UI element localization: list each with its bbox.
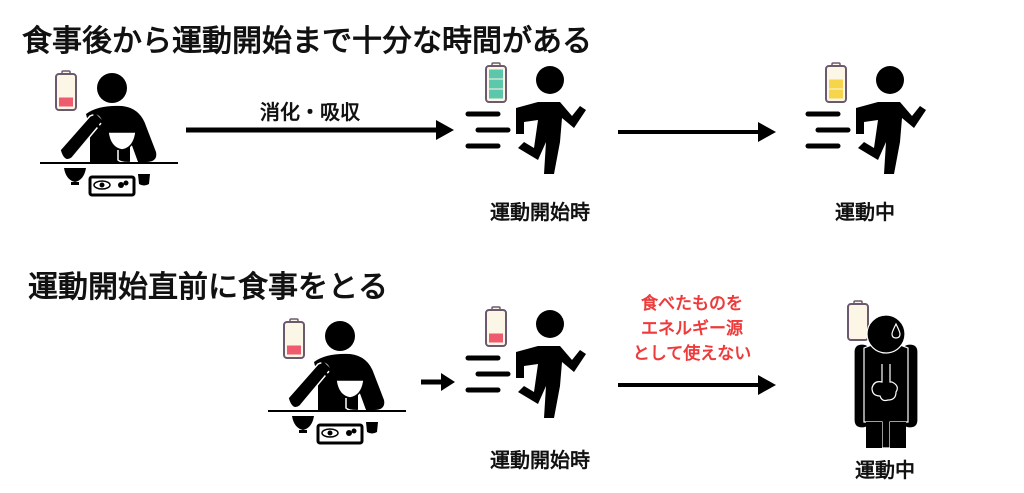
battery-icon bbox=[485, 306, 507, 347]
running-person-icon bbox=[805, 66, 926, 174]
battery-segment bbox=[829, 89, 843, 99]
stomach-ache-icon bbox=[871, 364, 898, 402]
running-person-icon bbox=[465, 310, 586, 418]
warning-text: 食べたものを エネルギー源 として使えない bbox=[612, 292, 772, 367]
sick-person-figure bbox=[847, 300, 919, 449]
bowl-icon bbox=[292, 416, 314, 430]
cup-icon bbox=[138, 174, 150, 186]
running-person-figure bbox=[465, 62, 586, 174]
arrow-icon bbox=[618, 375, 776, 395]
running-person-figure bbox=[465, 306, 586, 418]
battery-segment bbox=[59, 97, 73, 107]
step-label-during: 運動中 bbox=[855, 458, 915, 482]
battery-segment bbox=[489, 69, 503, 79]
step-label-during: 運動中 bbox=[835, 200, 895, 224]
warning-line: として使えない bbox=[632, 344, 752, 364]
warning-line: 食べたものを bbox=[641, 294, 743, 314]
running-person-icon bbox=[465, 66, 586, 174]
battery-segment bbox=[489, 89, 503, 99]
battery-segment bbox=[489, 79, 503, 89]
eating-person-icon bbox=[59, 73, 157, 164]
battery-segment bbox=[829, 79, 843, 89]
arrow-icon bbox=[421, 373, 455, 391]
step-label-start: 運動開始時 bbox=[490, 200, 590, 224]
section-2-heading: 運動開始直前に食事をとる bbox=[28, 270, 388, 305]
battery-icon bbox=[283, 318, 305, 359]
eating-person-figure bbox=[268, 318, 406, 445]
battery-icon bbox=[825, 62, 847, 103]
battery-icon bbox=[485, 62, 507, 103]
tired-person-icon bbox=[853, 314, 919, 449]
battery-segment bbox=[489, 333, 503, 343]
running-person-figure bbox=[805, 62, 926, 174]
step-label-start: 運動開始時 bbox=[490, 448, 590, 472]
eating-person-icon bbox=[287, 321, 385, 412]
arrow-icon bbox=[618, 122, 776, 142]
arrow-icon bbox=[186, 120, 454, 140]
sweat-drop-icon bbox=[891, 322, 901, 339]
plate-icon bbox=[316, 423, 364, 445]
warning-line: エネルギー源 bbox=[641, 319, 743, 339]
battery-icon bbox=[847, 300, 869, 341]
battery-segment bbox=[287, 345, 301, 355]
eating-person-figure bbox=[40, 70, 178, 197]
arrow-label-digestion: 消化・吸収 bbox=[260, 100, 360, 124]
bowl-icon bbox=[64, 168, 86, 182]
section-1-heading: 食事後から運動開始まで十分な時間がある bbox=[22, 24, 592, 59]
battery-icon bbox=[55, 70, 77, 111]
cup-icon bbox=[366, 422, 378, 434]
plate-icon bbox=[88, 175, 136, 197]
